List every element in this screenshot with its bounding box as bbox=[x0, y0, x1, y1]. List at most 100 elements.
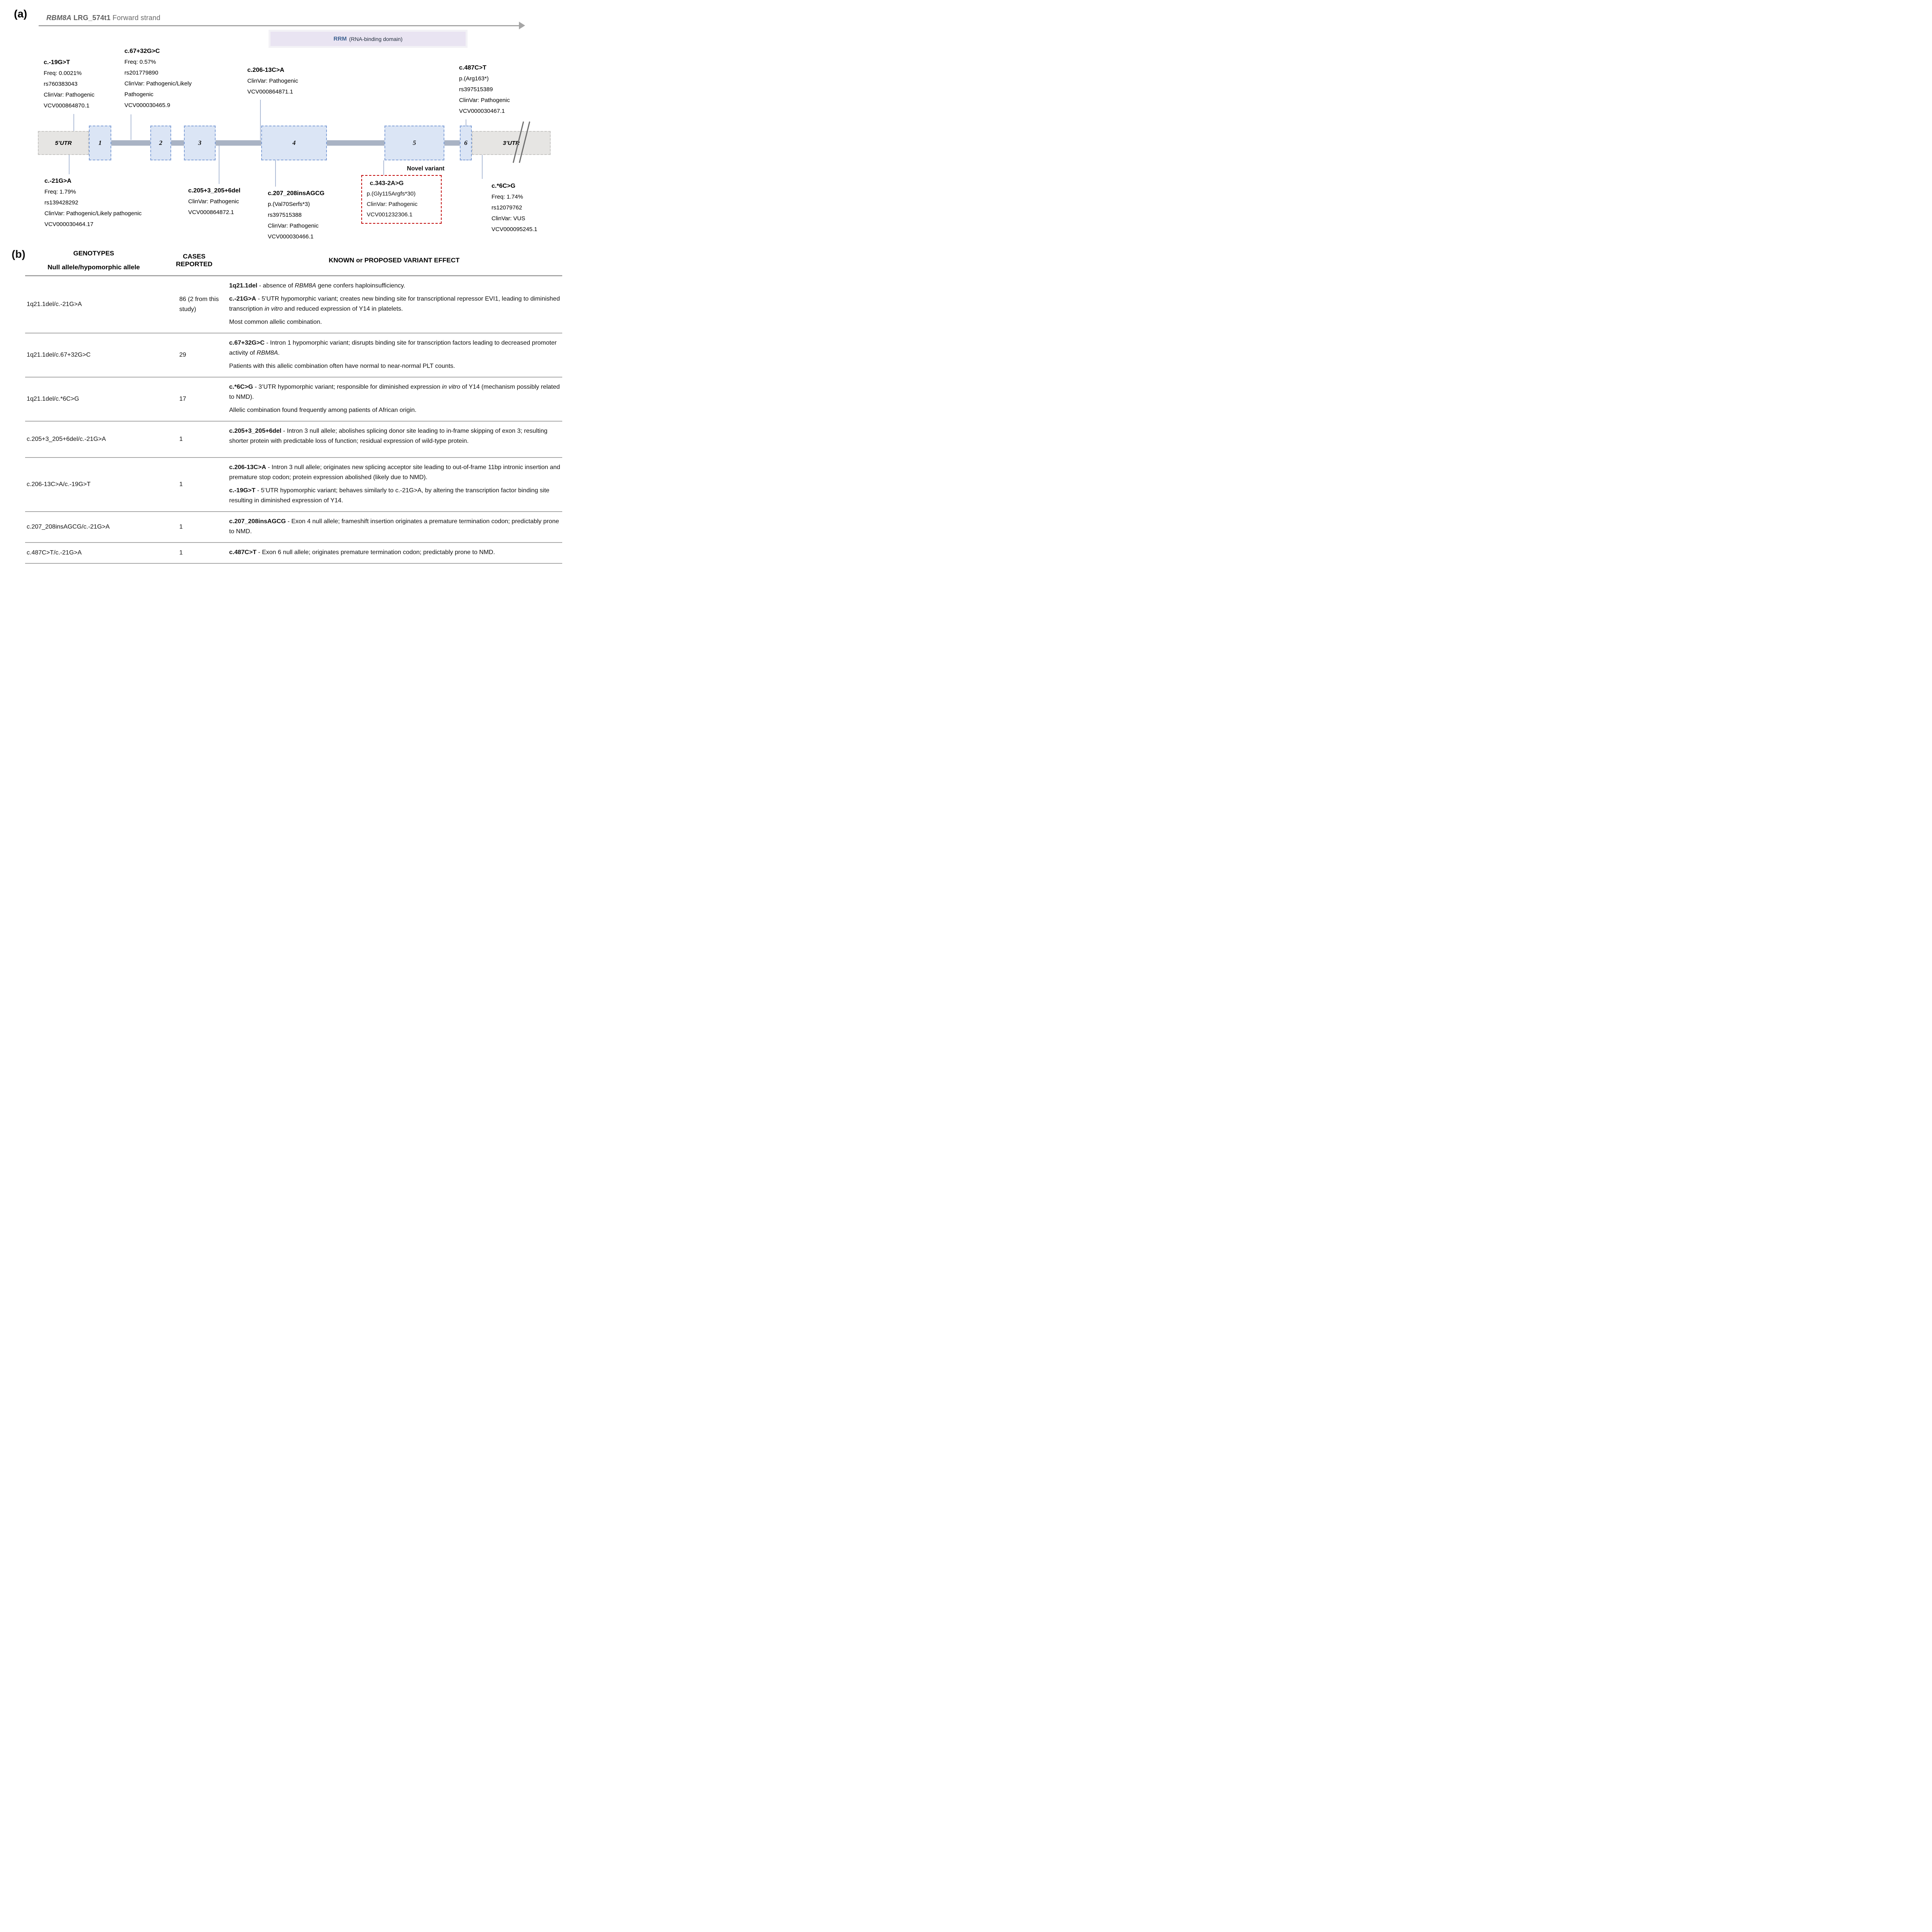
effect-cell: 1q21.1del - absence of RBM8A gene confer… bbox=[226, 276, 562, 333]
annotation-title: c.343-2A>G bbox=[370, 180, 404, 187]
annotation-line: VCV000030466.1 bbox=[268, 233, 314, 240]
table-row: c.206-13C>A/c.-19G>T 1 c.206-13C>A - Intro… bbox=[25, 457, 562, 511]
cases-cell: 29 bbox=[179, 352, 186, 358]
exon-4: 4 bbox=[261, 126, 327, 160]
header-effect-title: KNOWN or PROPOSED VARIANT EFFECT bbox=[328, 257, 460, 264]
cases-cell: 1 (this study) bbox=[162, 564, 226, 570]
cases-cell: 1 bbox=[179, 549, 183, 556]
effect-paragraph: c.-21G>A - 5’UTR hypomorphic variant; cr… bbox=[229, 296, 560, 312]
header-cases-line2: REPORTED bbox=[176, 260, 213, 268]
utr3-label: 3’UTR bbox=[503, 139, 520, 146]
figure-page: (a) RBM8A LRG_574t1 Forward strand RRM (… bbox=[0, 0, 573, 570]
effect-cell: c.206-13C>A - Intron 3 null allele; orig… bbox=[226, 458, 562, 511]
effect-paragraph: c.487C>T - Exon 6 null allele; originate… bbox=[229, 549, 495, 556]
panel-a-gene-diagram: (a) RBM8A LRG_574t1 Forward strand RRM (… bbox=[0, 0, 573, 247]
panel-a-label: (a) bbox=[14, 8, 27, 20]
connector-line bbox=[73, 114, 74, 131]
annotation-line: rs139428292 bbox=[44, 199, 78, 206]
effect-cell: c.*6C>G - 3’UTR hypomorphic variant; res… bbox=[226, 378, 562, 421]
header-genotypes-sub: Null allele/hypomorphic allele bbox=[47, 264, 140, 271]
effect-cell: c.205+3_205+6del - Intron 3 null allele;… bbox=[226, 422, 562, 457]
cases-cell: 1 bbox=[179, 481, 183, 488]
utr5-label: 5’UTR bbox=[55, 139, 72, 146]
connector-line bbox=[275, 160, 276, 187]
exon-6-label: 6 bbox=[464, 139, 468, 146]
annotation-line: VCV000030465.9 bbox=[124, 102, 170, 109]
genotype-cell: c.343-2A>G /c.-21G>A bbox=[25, 564, 162, 570]
annotation-line: VCV000864870.1 bbox=[44, 102, 90, 109]
annotation-line: rs12079762 bbox=[492, 204, 522, 211]
annotation-line: VCV001232306.1 bbox=[367, 211, 413, 218]
effect-cell: c.67+32G>C - Intron 1 hypomorphic varian… bbox=[226, 333, 562, 377]
utr3-box: 3’UTR bbox=[472, 131, 551, 155]
annotation-line: Freq: 0.0021% bbox=[44, 70, 82, 77]
table-row: c.343-2A>G /c.-21G>A1 (this study)c.343-… bbox=[25, 563, 562, 570]
cases-cell: 1 bbox=[179, 524, 183, 530]
genotype-cell: c.206-13C>A/c.-19G>T bbox=[27, 481, 91, 488]
annotation-line: ClinVar: Pathogenic bbox=[44, 92, 95, 98]
annotation-line: ClinVar: Pathogenic bbox=[459, 97, 510, 104]
rrm-domain-box: RRM (RNA-binding domain) bbox=[270, 32, 466, 46]
annotation-title: c.206-13C>A bbox=[247, 67, 284, 73]
annotation-title: c.207_208insAGCG bbox=[268, 190, 325, 197]
forward-strand-arrow-head-icon bbox=[519, 22, 525, 29]
table-row: c.205+3_205+6del/c.-21G>A 1 c.205+3_205+6d… bbox=[25, 421, 562, 457]
header-cases-line1: CASES bbox=[183, 253, 206, 260]
annotation-line: VCV000095245.1 bbox=[492, 226, 537, 233]
annotation-line: ClinVar: Pathogenic/Likely pathogenic bbox=[44, 210, 142, 217]
annotation-line: ClinVar: Pathogenic bbox=[268, 223, 319, 229]
connector-line bbox=[383, 160, 384, 175]
annotation-title: c.205+3_205+6del bbox=[188, 187, 241, 194]
annotation-title: c.-21G>A bbox=[44, 178, 71, 184]
exon-5-label: 5 bbox=[413, 139, 416, 146]
genotype-cell: c.205+3_205+6del/c.-21G>A bbox=[27, 436, 106, 442]
annotation-line: VCV000864871.1 bbox=[247, 88, 293, 95]
table-row: c.487C>T/c.-21G>A 1 c.487C>T - Exon 6 null… bbox=[25, 542, 562, 563]
annotation-line: Freq: 0.57% bbox=[124, 59, 156, 65]
header-genotypes: GENOTYPES Null allele/hypomorphic allele bbox=[25, 250, 162, 271]
annotation-line: VCV000864872.1 bbox=[188, 209, 234, 216]
panel-b-label: (b) bbox=[12, 248, 26, 260]
exon-5: 5 bbox=[384, 126, 444, 160]
exon-3: 3 bbox=[184, 126, 216, 160]
annotation-line: rs201779890 bbox=[124, 70, 158, 76]
genotype-cell: c.487C>T/c.-21G>A bbox=[27, 549, 82, 556]
gene-name: RBM8A bbox=[46, 14, 72, 22]
connector-line bbox=[260, 100, 261, 140]
header-genotypes-title: GENOTYPES bbox=[73, 250, 114, 257]
exon-2-label: 2 bbox=[159, 139, 163, 146]
effect-paragraph: c.*6C>G - 3’UTR hypomorphic variant; res… bbox=[229, 384, 560, 400]
annotation-line: p.(Arg163*) bbox=[459, 75, 489, 82]
exon-1-label: 1 bbox=[98, 139, 102, 146]
annotation-line: rs760383043 bbox=[44, 81, 78, 87]
annotation-line: Pathogenic bbox=[124, 91, 154, 98]
effect-paragraph: c.205+3_205+6del - Intron 3 null allele;… bbox=[229, 428, 548, 444]
annotation-line: VCV000030467.1 bbox=[459, 108, 505, 114]
utr5-box: 5’UTR bbox=[38, 131, 89, 155]
genotype-cell: 1q21.1del/c.*6C>G bbox=[27, 396, 79, 402]
cases-cell: 1 bbox=[179, 436, 183, 442]
effect-paragraph: c.343-2A>G - Intron 4 null allele; promo… bbox=[229, 568, 561, 570]
annotation-title: c.67+32G>C bbox=[124, 48, 160, 54]
strand-label: Forward strand bbox=[112, 14, 161, 22]
header-cases: CASES REPORTED bbox=[162, 250, 226, 271]
effect-paragraph: c.206-13C>A - Intron 3 null allele; orig… bbox=[229, 464, 560, 481]
annotation-title: c.*6C>G bbox=[492, 183, 515, 189]
annotation-line: Freq: 1.79% bbox=[44, 189, 76, 195]
header-effect: KNOWN or PROPOSED VARIANT EFFECT bbox=[226, 250, 562, 271]
annotation-line: Freq: 1.74% bbox=[492, 194, 523, 200]
exon-2: 2 bbox=[150, 126, 171, 160]
annotation-line: ClinVar: VUS bbox=[492, 215, 526, 222]
forward-strand-arrow-line bbox=[39, 25, 520, 26]
